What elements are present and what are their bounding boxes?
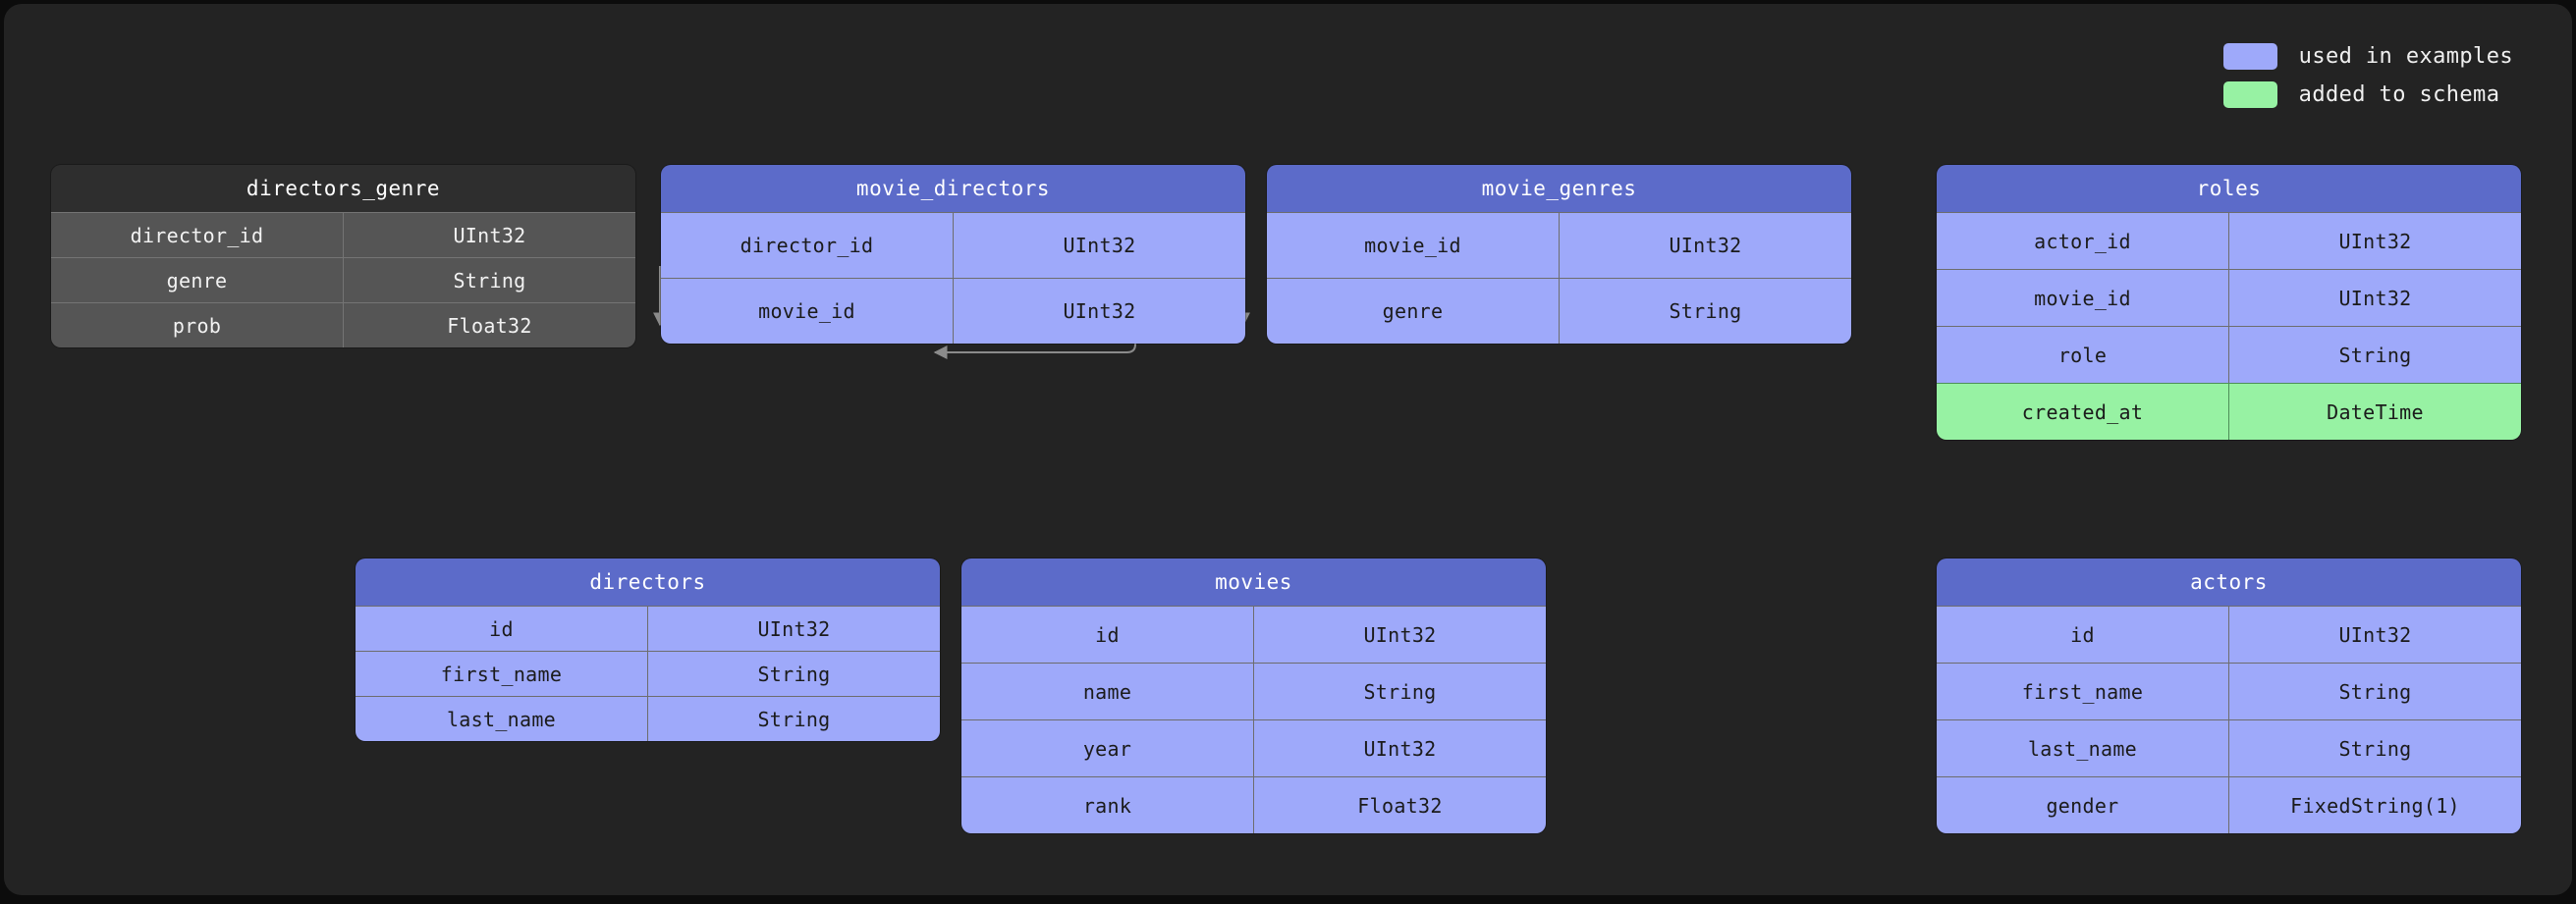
column-type: String <box>1669 299 1742 323</box>
table-title: movie_directors <box>661 165 1245 212</box>
table-title: directors <box>356 558 940 606</box>
table-row[interactable]: id UInt32 <box>1937 606 2521 663</box>
table-row[interactable]: name String <box>961 663 1546 719</box>
column-name: id <box>1937 607 2229 663</box>
table-row[interactable]: gender FixedString(1) <box>1937 776 2521 833</box>
table-roles[interactable]: roles actor_id UInt32 movie_id UInt32 ro… <box>1937 165 2521 440</box>
column-type: UInt32 <box>1669 234 1742 257</box>
column-name: movie_id <box>661 279 954 344</box>
column-name: created_at <box>1937 384 2229 440</box>
table-row[interactable]: movie_id UInt32 <box>1267 212 1851 278</box>
column-type: UInt32 <box>1063 234 1136 257</box>
column-name: last_name <box>1937 720 2229 776</box>
table-title: roles <box>1937 165 2521 212</box>
table-row[interactable]: role String <box>1937 326 2521 383</box>
legend-item-used: used in examples <box>2222 43 2513 70</box>
diagram-canvas: used in examples added to schema directo… <box>4 4 2572 895</box>
column-name: first_name <box>1937 664 2229 719</box>
column-type: UInt32 <box>1363 736 1437 761</box>
column-name: name <box>961 664 1254 719</box>
column-type: String <box>2338 736 2412 761</box>
column-name: actor_id <box>1937 213 2229 269</box>
clipped-content-strip <box>4 892 2572 895</box>
legend-swatch-added <box>2222 81 2277 108</box>
table-title: actors <box>1937 558 2521 606</box>
column-name: first_name <box>356 652 648 696</box>
column-type: UInt32 <box>2338 622 2412 647</box>
table-title: directors_genre <box>51 165 635 212</box>
column-type: String <box>2338 343 2412 367</box>
table-row[interactable]: director_id UInt32 <box>51 212 635 257</box>
legend-label-added: added to schema <box>2298 82 2500 107</box>
legend-item-added: added to schema <box>2222 81 2513 108</box>
table-row[interactable]: genre String <box>51 257 635 302</box>
table-movie_genres[interactable]: movie_genres movie_id UInt32 genre Strin… <box>1267 165 1851 344</box>
column-name: year <box>961 720 1254 776</box>
column-type: DateTime <box>2327 399 2424 424</box>
table-movies[interactable]: movies id UInt32 name String year UInt32… <box>961 558 1546 833</box>
column-type: String <box>757 707 831 731</box>
table-row[interactable]: year UInt32 <box>961 719 1546 776</box>
column-type: UInt32 <box>453 223 526 247</box>
table-directors[interactable]: directors id UInt32 first_name String la… <box>356 558 940 741</box>
column-type: UInt32 <box>1063 299 1136 323</box>
column-type: String <box>2338 679 2412 704</box>
column-type: UInt32 <box>1363 622 1437 647</box>
table-row[interactable]: id UInt32 <box>961 606 1546 663</box>
legend-label-used: used in examples <box>2298 44 2513 69</box>
column-type: String <box>453 268 526 292</box>
table-row-added[interactable]: created_at DateTime <box>1937 383 2521 440</box>
table-row[interactable]: actor_id UInt32 <box>1937 212 2521 269</box>
column-type: UInt32 <box>2338 286 2412 310</box>
table-directors_genre[interactable]: directors_genre director_id UInt32 genre… <box>51 165 635 347</box>
column-name: gender <box>1937 777 2229 833</box>
legend: used in examples added to schema <box>2222 43 2513 108</box>
column-type: FixedString(1) <box>2290 793 2460 818</box>
table-row[interactable]: rank Float32 <box>961 776 1546 833</box>
table-row[interactable]: last_name String <box>1937 719 2521 776</box>
table-row[interactable]: movie_id UInt32 <box>661 278 1245 344</box>
table-row[interactable]: first_name String <box>1937 663 2521 719</box>
column-name: rank <box>961 777 1254 833</box>
column-name: genre <box>1267 279 1560 344</box>
table-title: movie_genres <box>1267 165 1851 212</box>
column-type: String <box>757 662 831 686</box>
table-row[interactable]: genre String <box>1267 278 1851 344</box>
legend-swatch-used <box>2222 43 2277 70</box>
column-name: role <box>1937 327 2229 383</box>
table-row[interactable]: director_id UInt32 <box>661 212 1245 278</box>
table-row[interactable]: last_name String <box>356 696 940 741</box>
column-type: Float32 <box>447 313 532 338</box>
column-name: id <box>961 607 1254 663</box>
column-name: movie_id <box>1937 270 2229 326</box>
column-name: movie_id <box>1267 213 1560 278</box>
table-actors[interactable]: actors id UInt32 first_name String last_… <box>1937 558 2521 833</box>
table-movie_directors[interactable]: movie_directors director_id UInt32 movie… <box>661 165 1245 344</box>
column-name: id <box>356 607 648 651</box>
column-name: director_id <box>51 213 344 257</box>
column-type: String <box>1363 679 1437 704</box>
table-row[interactable]: prob Float32 <box>51 302 635 347</box>
column-type: Float32 <box>1357 793 1443 818</box>
table-title: movies <box>961 558 1546 606</box>
column-type: UInt32 <box>757 616 831 641</box>
column-name: director_id <box>661 213 954 278</box>
column-name: prob <box>51 303 344 347</box>
column-name: last_name <box>356 697 648 741</box>
table-row[interactable]: movie_id UInt32 <box>1937 269 2521 326</box>
table-row[interactable]: first_name String <box>356 651 940 696</box>
table-row[interactable]: id UInt32 <box>356 606 940 651</box>
column-name: genre <box>51 258 344 302</box>
column-type: UInt32 <box>2338 229 2412 253</box>
